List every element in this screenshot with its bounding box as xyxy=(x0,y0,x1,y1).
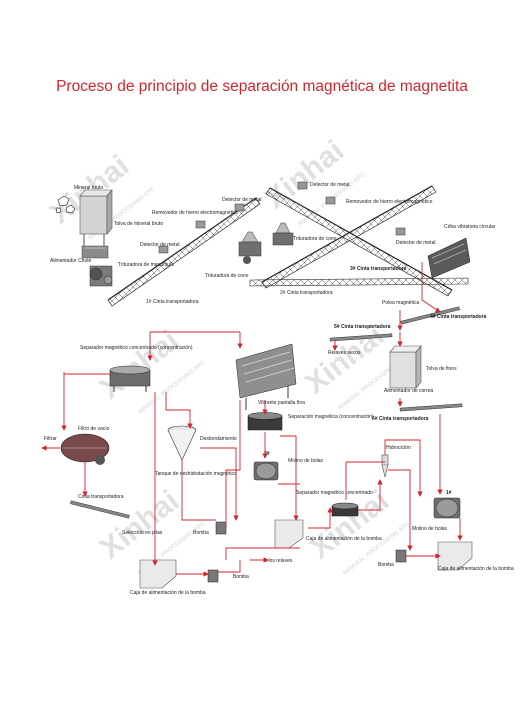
label-cinta-4: 4# Cinta transportadora xyxy=(430,314,487,320)
belt-conveyor-3b xyxy=(261,185,437,289)
label-mineral-bruto: Mineral bruto xyxy=(74,185,103,191)
label-caja-alimentacion-3: Caja de alimentación de la bomba xyxy=(438,566,514,572)
label-a-los-relaves: A los relaves xyxy=(264,558,293,564)
label-filtro-vacio: Filtro de vacío xyxy=(78,426,110,432)
magnetic-separator-2-icon xyxy=(247,412,283,431)
label-molino-bolas-2: Molino de bolas xyxy=(288,458,324,464)
label-filtrar: Filtrar xyxy=(44,436,57,442)
raw-ore-icon xyxy=(55,195,76,214)
label-bomba-1: Bomba xyxy=(193,530,209,536)
label-cinta-1: 1# Cinta transportadora xyxy=(146,299,199,305)
label-hidrociclon: Hidrociclón xyxy=(386,445,411,451)
belt-conveyor-2 xyxy=(249,277,469,287)
iron-remover-2-icon xyxy=(325,196,336,205)
label-separador-concentrado-2: Separador magnético concentrado xyxy=(296,490,373,496)
label-trituradora-mandibula: Trituradora de mandíbula xyxy=(118,262,174,268)
cone-crusher-2-icon xyxy=(272,222,294,246)
label-detector-metal-4: Detector de metal xyxy=(396,240,435,246)
label-detector-metal-1: Detector de metal xyxy=(222,197,261,203)
label-cinta-5: 5# Cinta transportadora xyxy=(334,324,391,330)
fine-vibrating-screen-icon xyxy=(235,343,297,410)
pump-3-icon xyxy=(395,549,407,563)
dehydration-tank-icon xyxy=(167,425,197,461)
belt-conveyor-5 xyxy=(329,333,393,342)
label-molino-bolas-1: Molino de bolas xyxy=(412,526,448,532)
metal-detector-1-icon xyxy=(234,203,245,212)
label-vibrante-pantalla: Vibrante pantalla fina xyxy=(258,400,305,406)
label-removedor-hierro-2: Removedor de hierro electromagnético xyxy=(346,199,433,205)
label-tolva-mineral-bruto: Tolva de mineral bruto xyxy=(114,221,163,227)
metal-detector-2-icon xyxy=(158,245,169,254)
pile-conveyor xyxy=(70,500,130,519)
metal-detector-3-icon xyxy=(297,181,308,190)
label-alimentador-chute: Alimentador Chute xyxy=(50,258,92,264)
label-cinta-transportadora: Cinta transportadora xyxy=(78,494,124,500)
label-tolva-finos: Tolva de finos xyxy=(426,366,457,372)
watermark-brand-2: Xinhai xyxy=(259,134,350,215)
pump-box-2-icon xyxy=(139,559,177,589)
pump-2-icon xyxy=(207,569,219,583)
label-trituradora-cono-1: Trituradora de cono xyxy=(205,273,249,279)
label-separacion-concentracion: Separación magnética (concentración) xyxy=(288,414,374,420)
iron-remover-1-icon xyxy=(195,220,206,229)
raw-ore-hopper-icon xyxy=(79,189,113,252)
pump-box-3-icon xyxy=(437,541,473,571)
watermark-brand-4: Xinhai xyxy=(299,319,390,400)
ball-mill-1-icon xyxy=(433,497,461,519)
watermark-brand-3: Xinhai xyxy=(94,324,185,405)
label-cinta-6: 6# Cinta transportadora xyxy=(372,416,429,422)
flow-lines xyxy=(41,262,463,577)
chute-feeder-icon xyxy=(81,245,109,259)
page-title: Proceso de principio de separación magné… xyxy=(56,78,468,95)
belt-conveyor-6 xyxy=(399,403,463,412)
label-detector-metal-3: Detector de metal xyxy=(310,182,349,188)
fines-hopper-icon xyxy=(389,345,422,389)
label-detector-metal-2: Detector de metal xyxy=(140,242,179,248)
label-tanque-deshidratacion: Tanque de deshidratación magnética xyxy=(155,471,237,477)
label-seleccion-pilas: Selección en pilas xyxy=(122,530,163,536)
ball-mill-2-icon xyxy=(253,461,279,481)
watermark-brand-6: Xinhai xyxy=(304,484,395,565)
magnetic-separator-3-icon xyxy=(331,502,359,517)
jaw-crusher-icon xyxy=(89,265,113,287)
label-relaves-secos: Relaves secos xyxy=(328,350,361,356)
belt-conveyor-4 xyxy=(400,306,460,325)
vacuum-filter-icon xyxy=(60,433,110,465)
pump-1-icon xyxy=(215,521,227,535)
pump-box-1-icon xyxy=(274,519,304,549)
label-criba-vibratoria: Criba vibratoria circular xyxy=(444,224,496,230)
label-separador-concentrado-1: Separador magnético concentrado (concent… xyxy=(80,345,193,351)
label-alimentador-correa: Alimentador de correa xyxy=(384,388,433,394)
circular-vibrating-screen-icon xyxy=(427,237,471,279)
label-cinta-3: 3# Cinta transportadora xyxy=(350,266,407,272)
cone-crusher-1-icon xyxy=(238,231,262,264)
label-num-1: 1# xyxy=(446,490,452,496)
label-caja-alimentacion-2: Caja de alimentación de la bomba xyxy=(130,590,206,596)
label-cinta-2: 2# Cinta transportadora xyxy=(280,290,333,296)
belt-conveyor-1 xyxy=(107,197,261,307)
label-polea-magnetica: Polea magnética xyxy=(382,300,419,306)
label-removedor-hierro-1: Removedor de hierro electromagnético xyxy=(152,210,239,216)
metal-detector-4-icon xyxy=(395,227,406,236)
label-bomba-3: Bomba xyxy=(378,562,394,568)
label-desbordamiento: Desbordamiento xyxy=(200,436,237,442)
label-caja-alimentacion-1: Caja de alimentación de la bomba xyxy=(306,536,382,542)
magnetic-separator-1-icon xyxy=(109,365,151,392)
label-bomba-2: Bomba xyxy=(233,574,249,580)
label-trituradora-cono-2: Trituradora de cono xyxy=(293,236,337,242)
hydrocyclone-icon xyxy=(381,454,389,478)
